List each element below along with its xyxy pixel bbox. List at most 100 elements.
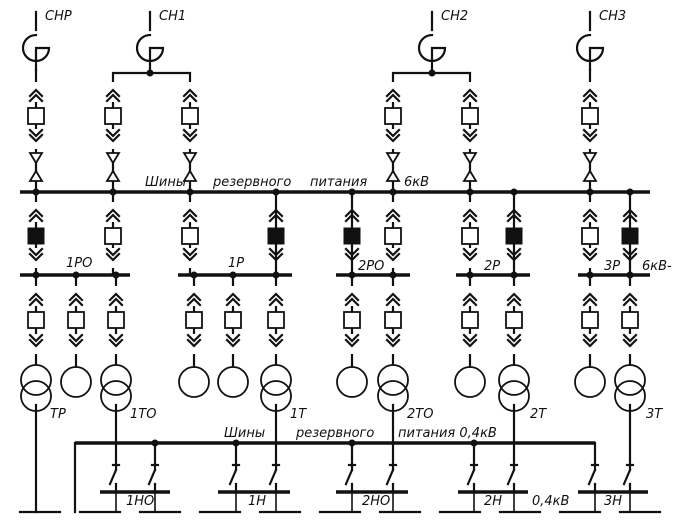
reserve-bus-6kv-label-3: питания xyxy=(310,175,367,190)
section-voltage-3r: 6кВ- xyxy=(642,259,672,274)
switch-icon xyxy=(228,463,238,494)
disconnector-icon xyxy=(28,208,44,223)
disconnector-icon xyxy=(105,247,121,262)
source-label-sn3: СН3 xyxy=(599,9,626,24)
bus-node xyxy=(151,439,159,447)
valve-icon xyxy=(182,152,198,165)
valve-icon xyxy=(105,169,121,182)
transformer-winding-icon xyxy=(20,364,52,396)
transformer-winding-icon xyxy=(100,364,132,396)
valve-icon xyxy=(28,169,44,182)
switch-icon xyxy=(506,463,516,494)
breaker-icon xyxy=(181,227,199,245)
disconnector-icon xyxy=(225,292,241,307)
disconnector-icon xyxy=(506,292,522,307)
breaker-icon xyxy=(384,227,402,245)
section-label-2n: 2Н xyxy=(484,494,502,509)
section-voltage-2n: 0,4кВ xyxy=(532,494,570,509)
reserve-taps xyxy=(274,190,632,277)
motor-icon xyxy=(217,366,249,398)
disconnector-icon xyxy=(105,88,121,103)
section-node xyxy=(389,271,397,279)
disconnector-icon xyxy=(268,292,284,307)
reserve-04-taps xyxy=(153,441,476,467)
transformer-label-tr: ТР xyxy=(50,407,66,422)
disconnector-icon xyxy=(582,333,598,348)
breaker-icon xyxy=(224,311,242,329)
disconnector-icon xyxy=(582,128,598,143)
disconnector-icon xyxy=(225,333,241,348)
breaker-icon xyxy=(181,107,199,125)
section-label-2r: 2Р xyxy=(484,259,500,274)
valve-icon xyxy=(182,169,198,182)
disconnector-icon xyxy=(182,208,198,223)
reserve-bus-6kv-label-2: резервного xyxy=(212,175,291,190)
valve-icon xyxy=(582,152,598,165)
section-label-1n: 1Н xyxy=(248,494,266,509)
valve-icon xyxy=(462,169,478,182)
reserve-bus-6kv-label-4: 6кВ xyxy=(404,175,429,190)
disconnector-icon xyxy=(268,333,284,348)
section-node xyxy=(626,271,634,279)
disconnector-icon xyxy=(105,128,121,143)
disconnector-icon xyxy=(385,208,401,223)
disconnector-icon xyxy=(462,208,478,223)
breaker-icon xyxy=(581,311,599,329)
valve-icon xyxy=(28,152,44,165)
disconnector-icon xyxy=(182,247,198,262)
section-label-1no: 1НО xyxy=(126,494,154,509)
disconnector-icon xyxy=(344,292,360,307)
section-node xyxy=(272,271,280,279)
reserve-bus-04kv-label-1: Шины xyxy=(224,426,265,441)
switch-icon xyxy=(344,463,354,494)
reserve-bus-04kv-label-3: питания 0,4кВ xyxy=(398,426,497,441)
breaker-icon xyxy=(267,311,285,329)
transformer-label-3t: 3Т xyxy=(646,407,663,422)
secondary-leads xyxy=(34,403,632,514)
breaker-icon xyxy=(384,311,402,329)
switches-04kv xyxy=(108,463,635,494)
breaker-icon xyxy=(343,311,361,329)
breaker-icon xyxy=(384,107,402,125)
breaker-icon xyxy=(581,227,599,245)
disconnector-icon xyxy=(582,88,598,103)
upper-switchgear xyxy=(27,82,639,268)
section-node xyxy=(72,271,80,279)
section-label-1r: 1Р xyxy=(228,256,244,271)
section-node xyxy=(112,271,120,279)
bus-node xyxy=(348,439,356,447)
switch-icon xyxy=(587,463,597,494)
valve-icon xyxy=(385,152,401,165)
switch-icon xyxy=(108,463,118,494)
disconnector-icon xyxy=(68,292,84,307)
disconnector-icon xyxy=(622,333,638,348)
reserve-bus-04kv-label-2: резервного xyxy=(295,426,374,441)
source-label-sn2: СН2 xyxy=(441,9,468,24)
reserve-bus-04kv-ends xyxy=(73,441,597,514)
section-node xyxy=(229,271,237,279)
reserve-bus-04kv-nodes xyxy=(151,439,478,447)
section-node xyxy=(32,271,40,279)
breaker-icon xyxy=(107,311,125,329)
section-node xyxy=(586,271,594,279)
motor-icon xyxy=(574,366,606,398)
disconnector-icon xyxy=(462,88,478,103)
bus-node xyxy=(232,439,240,447)
switch-icon xyxy=(466,463,476,494)
motor-icon xyxy=(454,366,486,398)
disconnector-icon xyxy=(68,333,84,348)
switch-icon xyxy=(385,463,395,494)
disconnector-icon xyxy=(182,88,198,103)
section-outgoing xyxy=(115,492,631,512)
loads xyxy=(20,364,646,412)
reserve-bus-6kv-label-1: Шины xyxy=(145,175,186,190)
breaker-icon xyxy=(27,311,45,329)
disconnector-icon xyxy=(622,292,638,307)
disconnector-icon xyxy=(582,292,598,307)
disconnector-icon xyxy=(385,292,401,307)
transformer-winding-icon xyxy=(260,364,292,396)
source-label-sn1: СН1 xyxy=(159,9,186,24)
switch-icon xyxy=(147,463,157,494)
section-label-3n: 3Н xyxy=(604,494,622,509)
